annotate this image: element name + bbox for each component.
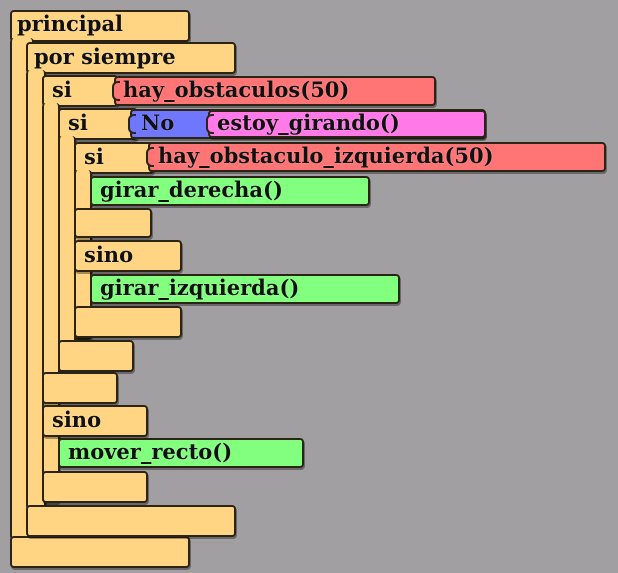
action-girar-izquierda-label: girar_izquierda() bbox=[100, 275, 300, 300]
not-operator-label: No bbox=[141, 110, 175, 135]
action-mover-recto-label: mover_recto() bbox=[68, 439, 233, 464]
principal-label: principal bbox=[17, 11, 124, 36]
forever-label: por siempre bbox=[34, 44, 176, 69]
else-block-inner[interactable] bbox=[74, 240, 182, 272]
action-girar-derecha[interactable] bbox=[90, 176, 370, 206]
if-block-middle[interactable] bbox=[58, 108, 138, 140]
if-middle-end-cap bbox=[58, 340, 134, 372]
condition-hay-obstaculo-izquierda[interactable] bbox=[146, 142, 606, 172]
if-inner-end-cap bbox=[74, 306, 182, 338]
else-inner-label: sino bbox=[84, 242, 134, 267]
if-block-outer[interactable] bbox=[42, 75, 118, 107]
else-block-outer[interactable] bbox=[42, 405, 148, 437]
action-girar-izquierda[interactable] bbox=[90, 274, 400, 304]
action-mover-recto[interactable] bbox=[58, 438, 304, 468]
principal-block[interactable] bbox=[10, 10, 190, 42]
condition-hay-obstaculos[interactable] bbox=[112, 76, 436, 106]
condition-hay-obstaculos-label: hay_obstaculos(50) bbox=[123, 77, 350, 102]
principal-end-cap[interactable] bbox=[10, 536, 190, 568]
condition-estoy-girando[interactable] bbox=[206, 110, 486, 138]
if-middle-label: si bbox=[68, 110, 88, 135]
if-inner-label: si bbox=[84, 144, 104, 169]
if-outer-then-end bbox=[42, 372, 118, 404]
if-inner-then-end bbox=[74, 208, 152, 238]
condition-hay-obstaculo-izquierda-label: hay_obstaculo_izquierda(50) bbox=[158, 143, 494, 168]
condition-estoy-girando-label: estoy_girando() bbox=[217, 110, 400, 135]
if-outer-label: si bbox=[52, 77, 72, 102]
else-outer-label: sino bbox=[52, 407, 102, 432]
action-girar-derecha-label: girar_derecha() bbox=[100, 177, 283, 202]
if-outer-end-cap bbox=[42, 471, 148, 503]
forever-end-cap[interactable] bbox=[26, 505, 236, 537]
if-block-inner[interactable] bbox=[74, 142, 154, 174]
forever-block[interactable] bbox=[26, 42, 236, 74]
